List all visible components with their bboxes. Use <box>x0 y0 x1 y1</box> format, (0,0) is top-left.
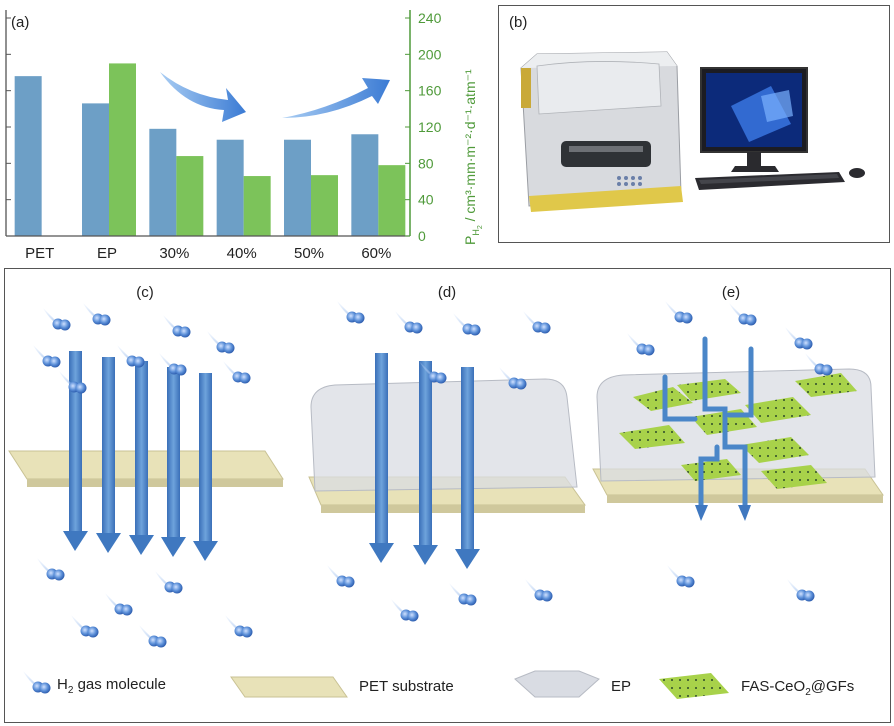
right-axis-title-subsub: 2 <box>476 225 484 230</box>
right-tick-label: 120 <box>418 119 442 135</box>
bar-series2-3 <box>243 176 271 236</box>
bar-series1-5 <box>351 134 379 236</box>
trend-arrow-up <box>282 78 390 118</box>
panel-d-ep: (d) <box>308 284 586 622</box>
computer-monitor <box>700 67 808 172</box>
mouse <box>849 168 865 178</box>
legend-icons <box>23 670 729 699</box>
keyboard <box>695 172 845 190</box>
panel-b-label: (b) <box>509 14 528 31</box>
permeation-arrows-c <box>63 351 218 561</box>
schematic-panel: (c) (d) <box>4 268 891 723</box>
x-tick-label: 60% <box>361 245 391 262</box>
right-axis-title-suffix: / cm³·mm·m⁻²·d⁻¹·atm⁻¹ <box>462 69 478 226</box>
exit-arrow-1 <box>695 505 708 521</box>
legend-h2-suffix: gas molecule <box>73 676 166 693</box>
legend-h2-icon <box>23 671 51 694</box>
bar-series1-0 <box>14 76 42 236</box>
panel-e-label: (e) <box>722 284 740 301</box>
panel-c-pet-only: (c) <box>8 284 284 648</box>
ep-coating-d <box>310 378 578 492</box>
right-axis-title: PH2 / cm³·mm·m⁻²·d⁻¹·atm⁻¹ <box>462 69 484 245</box>
right-tick-label: 80 <box>418 155 434 171</box>
x-tick-label: 40% <box>227 245 257 262</box>
legend-ep-icon <box>514 670 600 698</box>
tester-base-strip <box>529 186 683 212</box>
bar-series1-4 <box>284 139 311 236</box>
legend-graphene: FAS-CeO2@GFs <box>741 678 854 698</box>
barrier-chart: PET EP 30% 40% 50% 60% 0 40 80 120 160 200 240 <box>5 10 442 262</box>
permeation-schematic: (c) (d) <box>8 284 884 699</box>
right-axis-title-sub: H <box>470 229 481 236</box>
legend-h2-sub: 2 <box>67 685 74 696</box>
x-tick-label: EP <box>97 245 117 262</box>
right-tick-label: 160 <box>418 83 442 99</box>
bar-series2-4 <box>311 175 338 236</box>
exit-arrow-2 <box>738 505 751 521</box>
legend-pet: PET substrate <box>359 678 454 695</box>
trend-arrow-down <box>160 72 246 122</box>
legend-gf-sub: 2 <box>805 687 811 698</box>
panel-a-label: (a) <box>11 14 30 31</box>
tester-slot <box>561 141 651 167</box>
bar-series1-2 <box>149 128 177 236</box>
panel-c-label: (c) <box>136 284 154 301</box>
permeability-tester <box>520 51 683 212</box>
right-tick-label: 40 <box>418 192 434 208</box>
right-tick-label: 240 <box>418 10 442 26</box>
x-tick-label: PET <box>25 245 54 262</box>
panel-d-label: (d) <box>438 284 456 301</box>
bar-series2-2 <box>176 156 204 236</box>
x-tick-label: 30% <box>159 245 189 262</box>
legend-gf-suffix: @GFs <box>810 678 855 695</box>
bar-series1-3 <box>216 139 244 236</box>
bar-series2-5 <box>378 165 406 236</box>
chart-ticks: PET EP 30% 40% 50% 60% 0 40 80 120 160 200 240 <box>6 10 442 262</box>
trend-arrows <box>160 72 390 122</box>
legend-h2: H2 gas molecule <box>57 676 166 696</box>
bar-series1-1 <box>82 103 109 236</box>
permeation-arrows-d <box>369 353 480 569</box>
instrument-illustration <box>520 51 865 212</box>
legend-h2-prefix: H <box>57 676 68 693</box>
tortuous-path <box>662 336 754 508</box>
x-tick-label: 50% <box>294 245 324 262</box>
legend-gf-prefix: FAS-CeO <box>741 678 806 695</box>
instrument-photo-panel: (b) <box>498 5 890 243</box>
bar-series2-1 <box>109 63 136 236</box>
chart-axes <box>5 10 411 237</box>
legend-ep: EP <box>611 678 632 695</box>
tester-label-strip <box>521 68 531 108</box>
right-tick-label: 0 <box>418 228 426 244</box>
right-axis-title-prefix: P <box>462 235 478 245</box>
right-tick-label: 200 <box>418 46 442 62</box>
legend-graphene-icon <box>659 673 729 699</box>
legend-pet-icon <box>230 676 348 698</box>
panel-e-composite: (e) <box>592 284 884 602</box>
chart-bars <box>14 63 406 236</box>
